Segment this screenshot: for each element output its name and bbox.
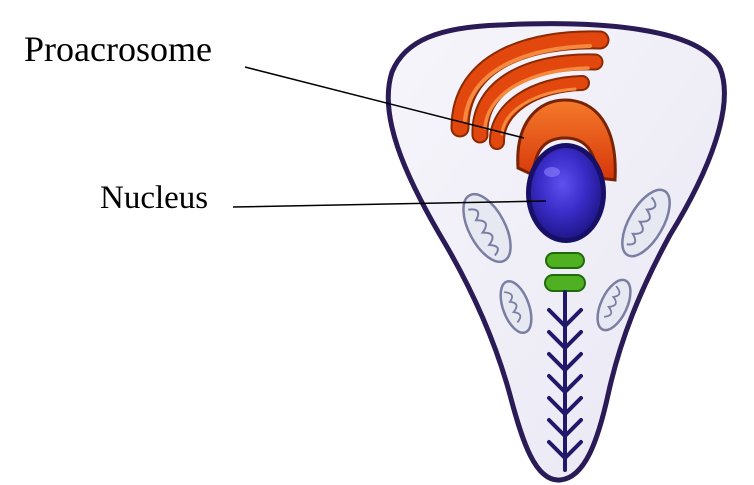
nucleus-body bbox=[531, 148, 601, 238]
nucleus-label: Nucleus bbox=[100, 182, 208, 215]
nucleus-highlight bbox=[544, 167, 560, 177]
proacrosome-label: Proacrosome bbox=[24, 31, 212, 67]
